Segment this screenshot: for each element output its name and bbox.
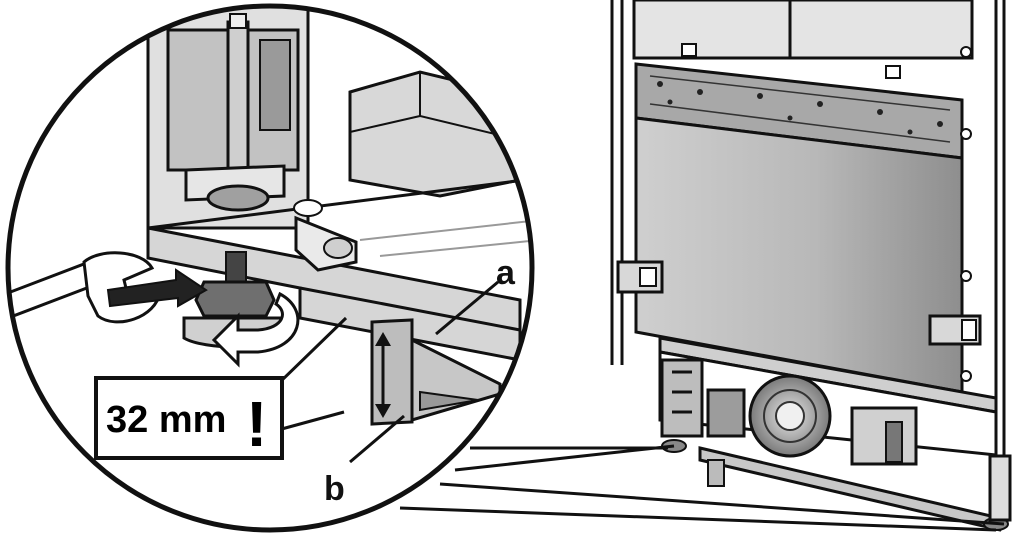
projection-lines	[399, 444, 1005, 532]
rotate-arrow	[211, 291, 300, 368]
detail-circle-border	[5, 3, 535, 533]
leader-line-a	[435, 280, 499, 336]
measurement-callout: 32 mm !	[94, 376, 284, 460]
speaker-fan	[748, 374, 832, 458]
measurement-value: 32 mm	[106, 399, 226, 441]
leader-line-b	[349, 414, 405, 464]
leveling-rod	[226, 20, 250, 192]
wrench	[8, 251, 208, 324]
appliance-front	[610, 0, 1012, 532]
label-b: b	[324, 470, 345, 508]
warning-icon: !	[246, 388, 267, 460]
label-a: a	[496, 254, 516, 292]
detail-view	[8, 6, 532, 464]
